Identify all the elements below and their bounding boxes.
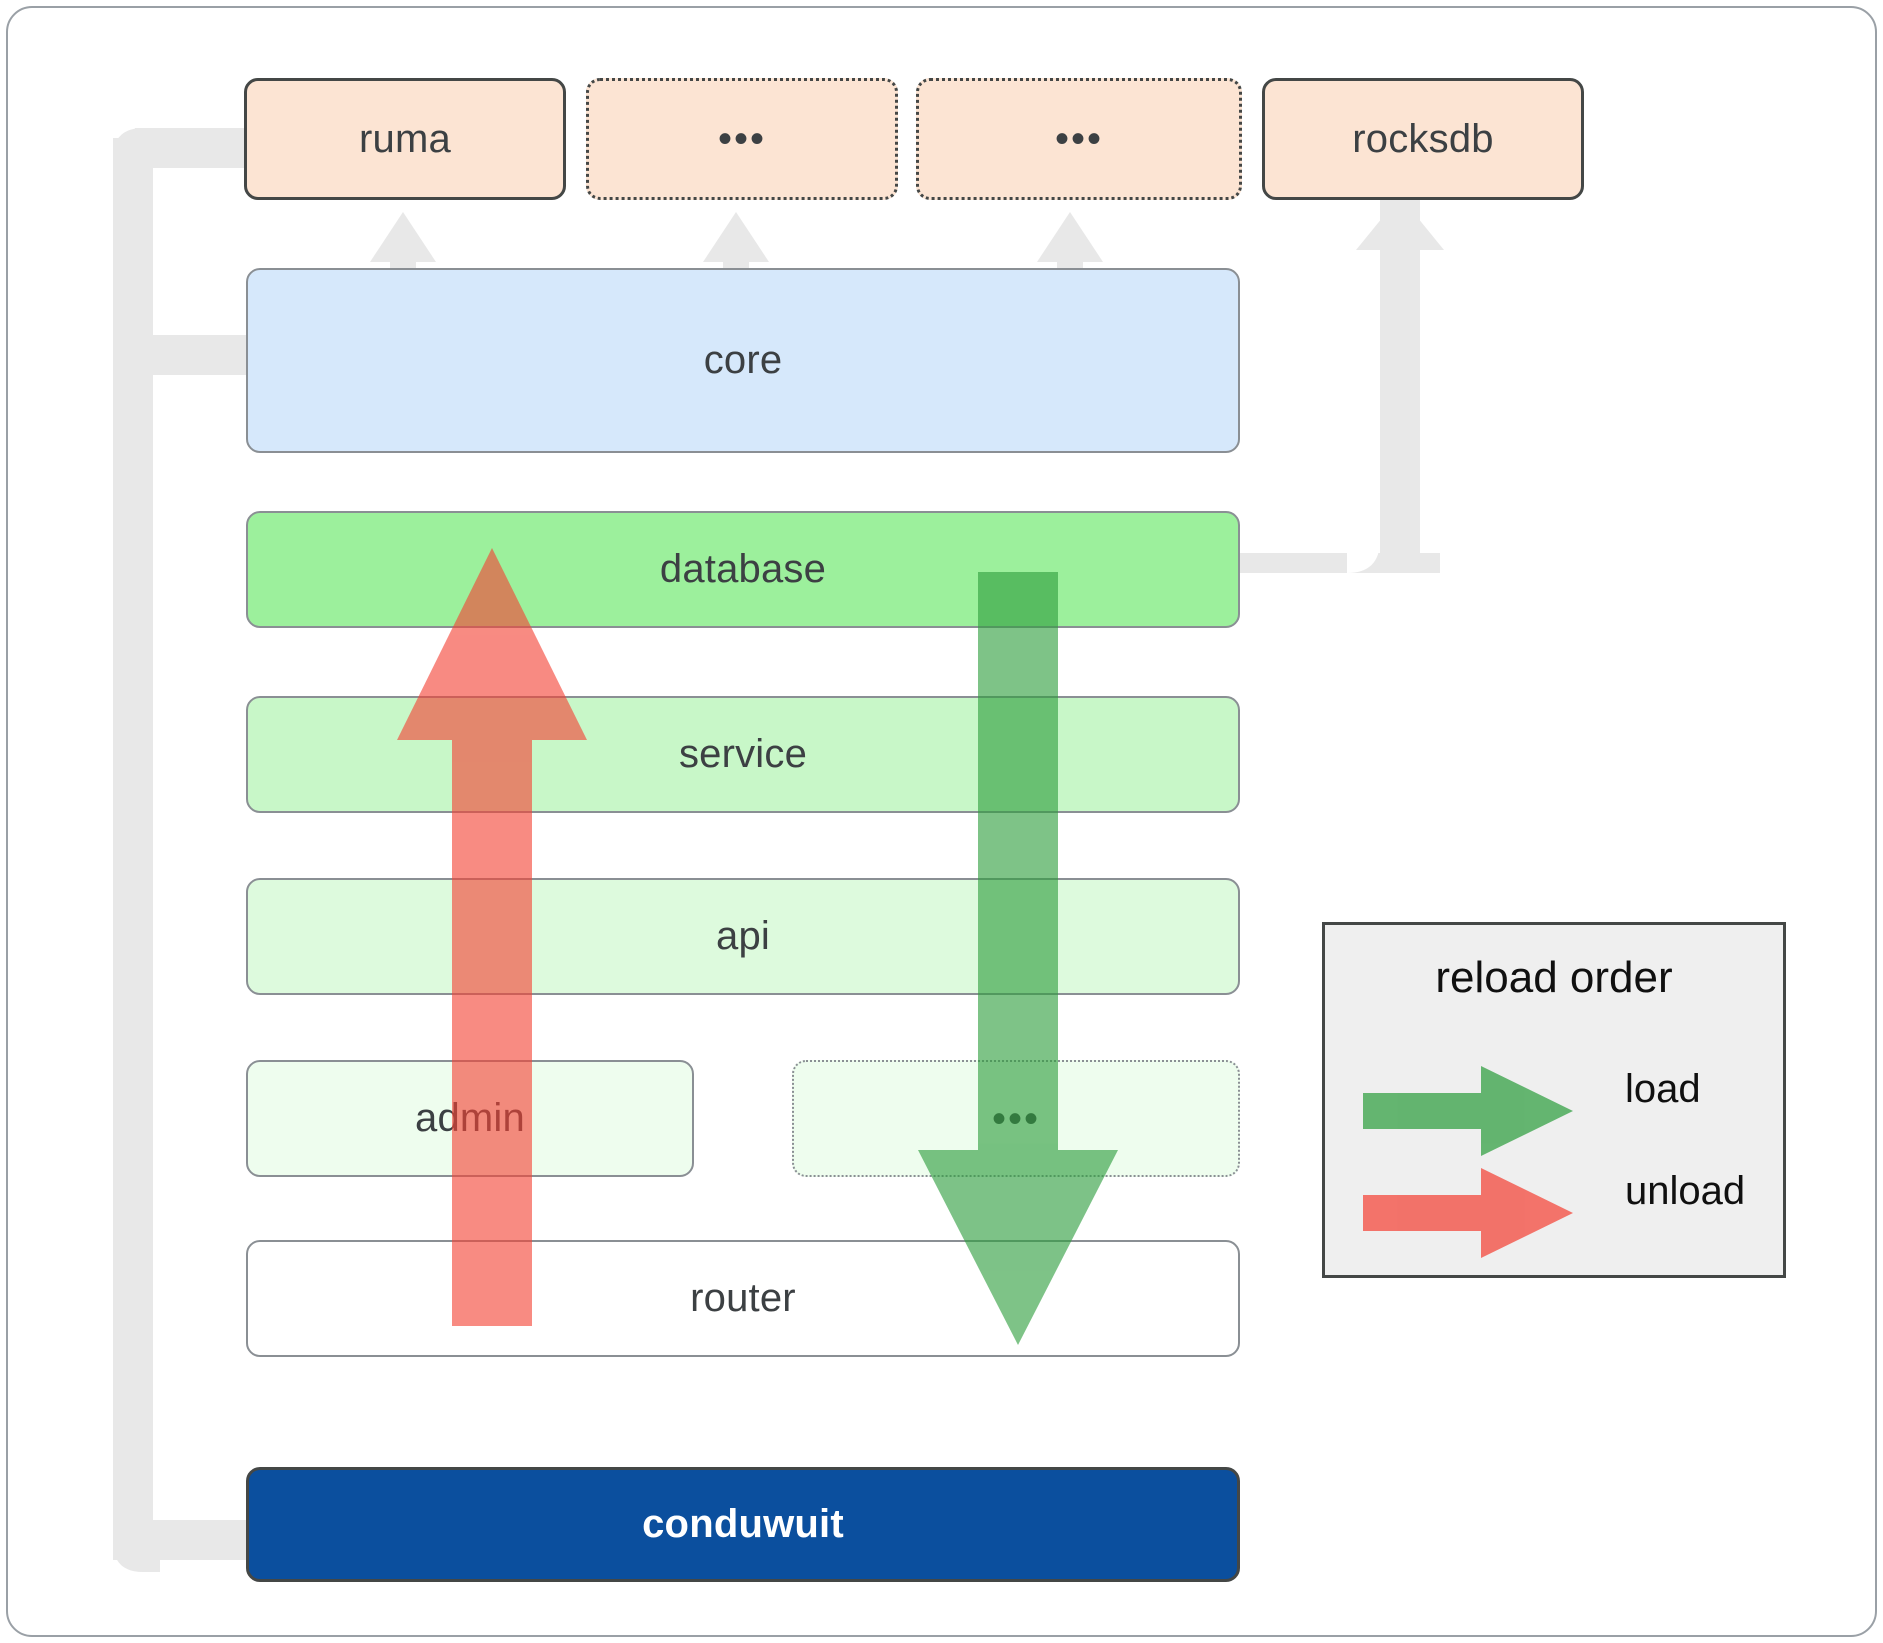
node-conduwuit-label: conduwuit: [642, 1502, 844, 1546]
legend-row-load: load: [1363, 1061, 1763, 1156]
node-service[interactable]: service: [246, 696, 1240, 813]
node-extra-two-label: •••: [1054, 117, 1103, 161]
node-service-label: service: [678, 732, 808, 776]
node-api[interactable]: api: [246, 878, 1240, 995]
node-core-label: core: [703, 338, 783, 382]
legend-label-load: load: [1625, 1067, 1701, 1111]
legend-label-unload: unload: [1625, 1169, 1746, 1213]
node-extra-three-label: •••: [991, 1096, 1040, 1141]
node-database[interactable]: database: [246, 511, 1240, 628]
node-extra-one[interactable]: •••: [586, 78, 898, 200]
node-conduwuit[interactable]: conduwuit: [246, 1467, 1240, 1582]
node-extra-three[interactable]: •••: [792, 1060, 1240, 1177]
legend-panel: reload order load unload: [1322, 922, 1786, 1278]
node-admin-label: admin: [415, 1096, 525, 1140]
node-core[interactable]: core: [246, 268, 1240, 453]
node-api-label: api: [716, 914, 770, 958]
node-extra-two[interactable]: •••: [916, 78, 1242, 200]
node-extra-one-label: •••: [717, 117, 766, 161]
load-arrow-icon: [1363, 1066, 1573, 1156]
diagram-frame: [6, 6, 1877, 1637]
legend-title: reload order: [1435, 953, 1673, 1002]
node-router-label: router: [690, 1276, 796, 1320]
legend-row-unload: unload: [1363, 1163, 1763, 1258]
node-rocksdb[interactable]: rocksdb: [1262, 78, 1584, 200]
node-admin[interactable]: admin: [246, 1060, 694, 1177]
node-router[interactable]: router: [246, 1240, 1240, 1357]
node-ruma[interactable]: ruma: [244, 78, 566, 200]
node-database-label: database: [659, 547, 827, 591]
node-rocksdb-label: rocksdb: [1352, 116, 1494, 161]
node-ruma-label: ruma: [359, 116, 451, 161]
unload-arrow-icon: [1363, 1168, 1573, 1258]
